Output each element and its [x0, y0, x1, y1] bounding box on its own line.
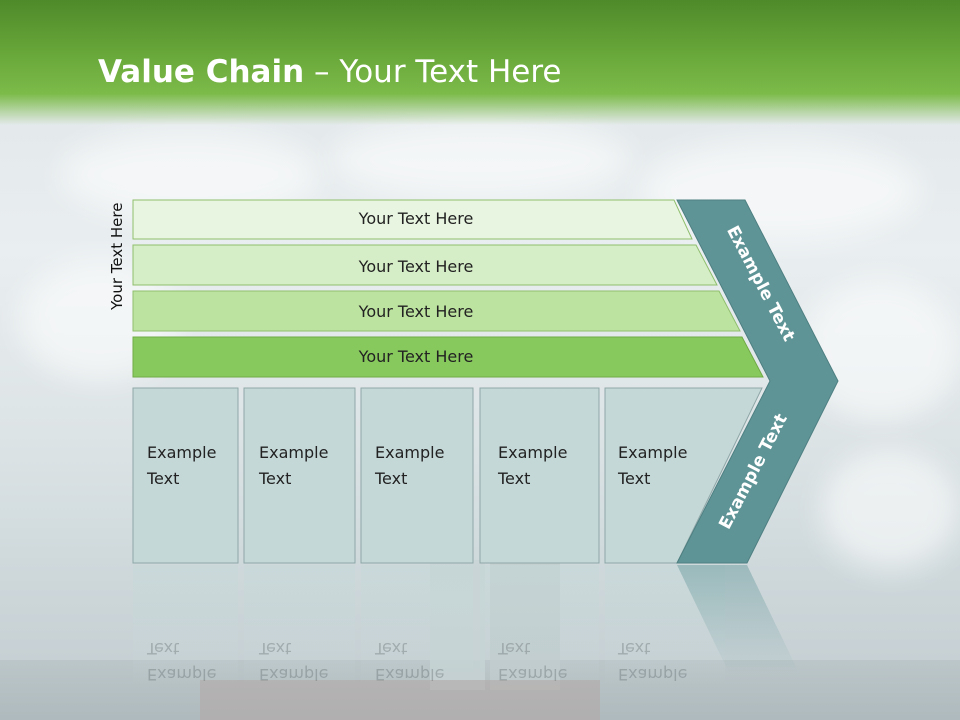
row-label-2: Your Text Here [358, 257, 474, 276]
column-reflection-4 [480, 565, 599, 685]
header-band [0, 0, 960, 125]
row-label-4: Your Text Here [358, 347, 474, 366]
slide-title-rest: – Your Text Here [304, 54, 562, 90]
column-reflection-3 [361, 565, 473, 685]
row-label-1: Your Text Here [358, 209, 474, 228]
chevron-arrow [676, 199, 839, 564]
row-bar-4 [132, 336, 764, 378]
chevron-reflection [677, 565, 800, 675]
slide-title: Value Chain – Your Text Here [98, 54, 561, 90]
row-bar-3 [132, 290, 741, 332]
slide-title-bold: Value Chain [98, 54, 305, 90]
column-box-1 [132, 387, 239, 564]
column-box-3 [360, 387, 474, 564]
row-bar-2 [132, 244, 718, 286]
column-box-4 [479, 387, 600, 564]
column-reflection-1 [133, 565, 238, 685]
row-label-3: Your Text Here [358, 302, 474, 321]
column-reflection-2 [244, 565, 355, 685]
column-box-2 [243, 387, 356, 564]
row-bar-1 [132, 199, 693, 240]
